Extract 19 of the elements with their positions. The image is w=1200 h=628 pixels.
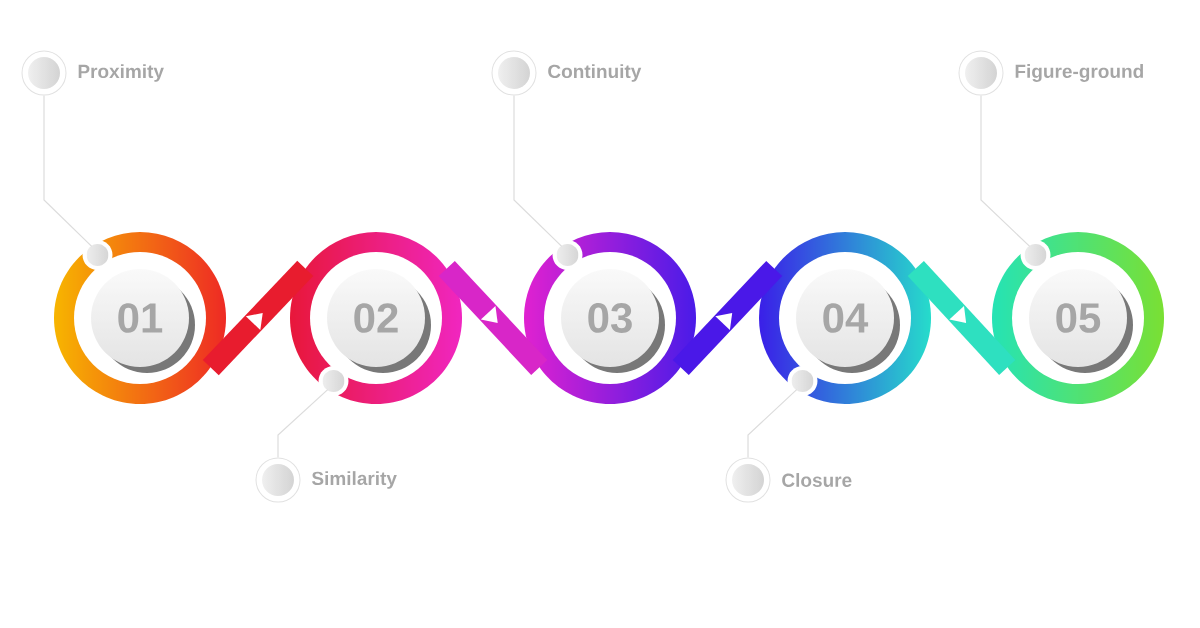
node-label: 04 — [823, 303, 869, 333]
node-label: 03 — [588, 303, 632, 333]
connector-band — [907, 260, 1016, 375]
connector-band — [672, 260, 783, 376]
numbered-ring: 02 — [310, 252, 442, 396]
numbered-ring: 01 — [74, 240, 206, 384]
node-label: 02 — [354, 303, 398, 333]
numbered-ring: 03 — [544, 240, 676, 384]
leader-line — [980, 94, 1031, 247]
node-label: 05 — [1056, 303, 1101, 333]
node-label: 01 — [118, 303, 163, 333]
connector-band — [438, 260, 548, 376]
numbered-ring: 05 — [1012, 240, 1144, 384]
leader-line — [747, 389, 798, 459]
leader-line — [43, 94, 93, 247]
leader-line — [277, 389, 329, 459]
numbered-ring: 04 — [779, 252, 911, 396]
connector-band — [202, 260, 314, 376]
leader-line — [513, 94, 563, 247]
